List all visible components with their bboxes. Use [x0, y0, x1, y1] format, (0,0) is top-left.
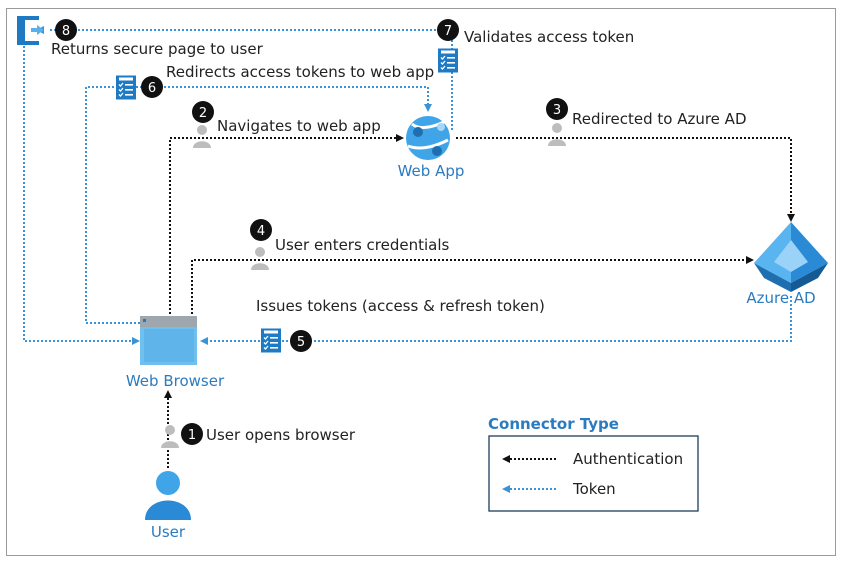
arrowhead-token-5 — [200, 337, 208, 345]
step-label-8: Returns secure page to user — [51, 40, 264, 58]
legend-box — [488, 435, 699, 512]
step-badge-4: 4 — [250, 219, 272, 241]
step-label-2: Navigates to web app — [217, 117, 381, 135]
step-label-5: Issues tokens (access & refresh token) — [256, 297, 545, 315]
user-label: User — [151, 523, 186, 541]
token-document-icon — [261, 328, 281, 353]
token-document-icon — [116, 75, 136, 100]
arrowhead-token-6 — [424, 104, 432, 112]
legend-auth-arrowhead — [502, 455, 510, 463]
step-badge-6: 6 — [141, 76, 163, 98]
arrowhead-auth-1 — [164, 390, 172, 398]
connector-token-5 — [206, 296, 792, 342]
step-label-3: Redirected to Azure AD — [572, 110, 747, 128]
browser-window-icon — [140, 316, 197, 365]
connector-token-8-return — [23, 46, 134, 342]
legend-auth-label: Authentication — [573, 450, 683, 468]
legend-token-arrowhead — [502, 485, 510, 493]
step-label-1: User opens browser — [206, 426, 356, 444]
azure-ad-label: Azure AD — [746, 289, 815, 307]
web-app-globe-icon — [406, 116, 450, 160]
legend-token-label: Token — [572, 480, 616, 498]
svg-text:3: 3 — [553, 103, 561, 118]
svg-text:1: 1 — [188, 428, 196, 443]
person-icon — [161, 425, 179, 448]
legend-title: Connector Type — [488, 415, 619, 433]
web-browser-label: Web Browser — [126, 372, 225, 390]
arrowhead-auth-4 — [746, 256, 754, 264]
step-badge-1: 1 — [181, 423, 203, 445]
step-badge-7: 7 — [437, 19, 459, 41]
connector-auth-2 — [169, 137, 396, 318]
svg-text:2: 2 — [199, 106, 207, 121]
person-icon — [548, 123, 566, 146]
arrowhead-auth-3 — [787, 214, 795, 222]
svg-text:8: 8 — [62, 24, 70, 39]
svg-text:4: 4 — [257, 224, 265, 239]
step-badge-5: 5 — [290, 330, 312, 352]
step-badge-2: 2 — [192, 101, 214, 123]
step-badge-8: 8 — [55, 19, 77, 41]
person-icon — [251, 247, 269, 270]
step-label-4: User enters credentials — [275, 236, 450, 254]
step-badge-3: 3 — [546, 98, 568, 120]
step-label-6: Redirects access tokens to web app — [166, 63, 434, 81]
svg-text:5: 5 — [297, 335, 305, 350]
connector-token-6 — [85, 86, 429, 324]
connector-auth-3 — [456, 137, 792, 215]
arrowhead-auth-2 — [396, 134, 404, 142]
token-document-icon — [438, 48, 458, 73]
connector-auth-4 — [191, 259, 746, 318]
sign-out-icon — [17, 16, 44, 45]
person-icon — [193, 125, 211, 148]
arrowhead-token-8-return — [132, 337, 140, 345]
web-app-label: Web App — [398, 162, 465, 180]
user-icon — [145, 471, 191, 520]
svg-text:7: 7 — [444, 24, 452, 39]
diagram-frame — [6, 8, 836, 556]
step-label-7: Validates access token — [464, 28, 634, 46]
azure-ad-pyramid-icon — [754, 222, 828, 292]
svg-text:6: 6 — [148, 81, 156, 96]
